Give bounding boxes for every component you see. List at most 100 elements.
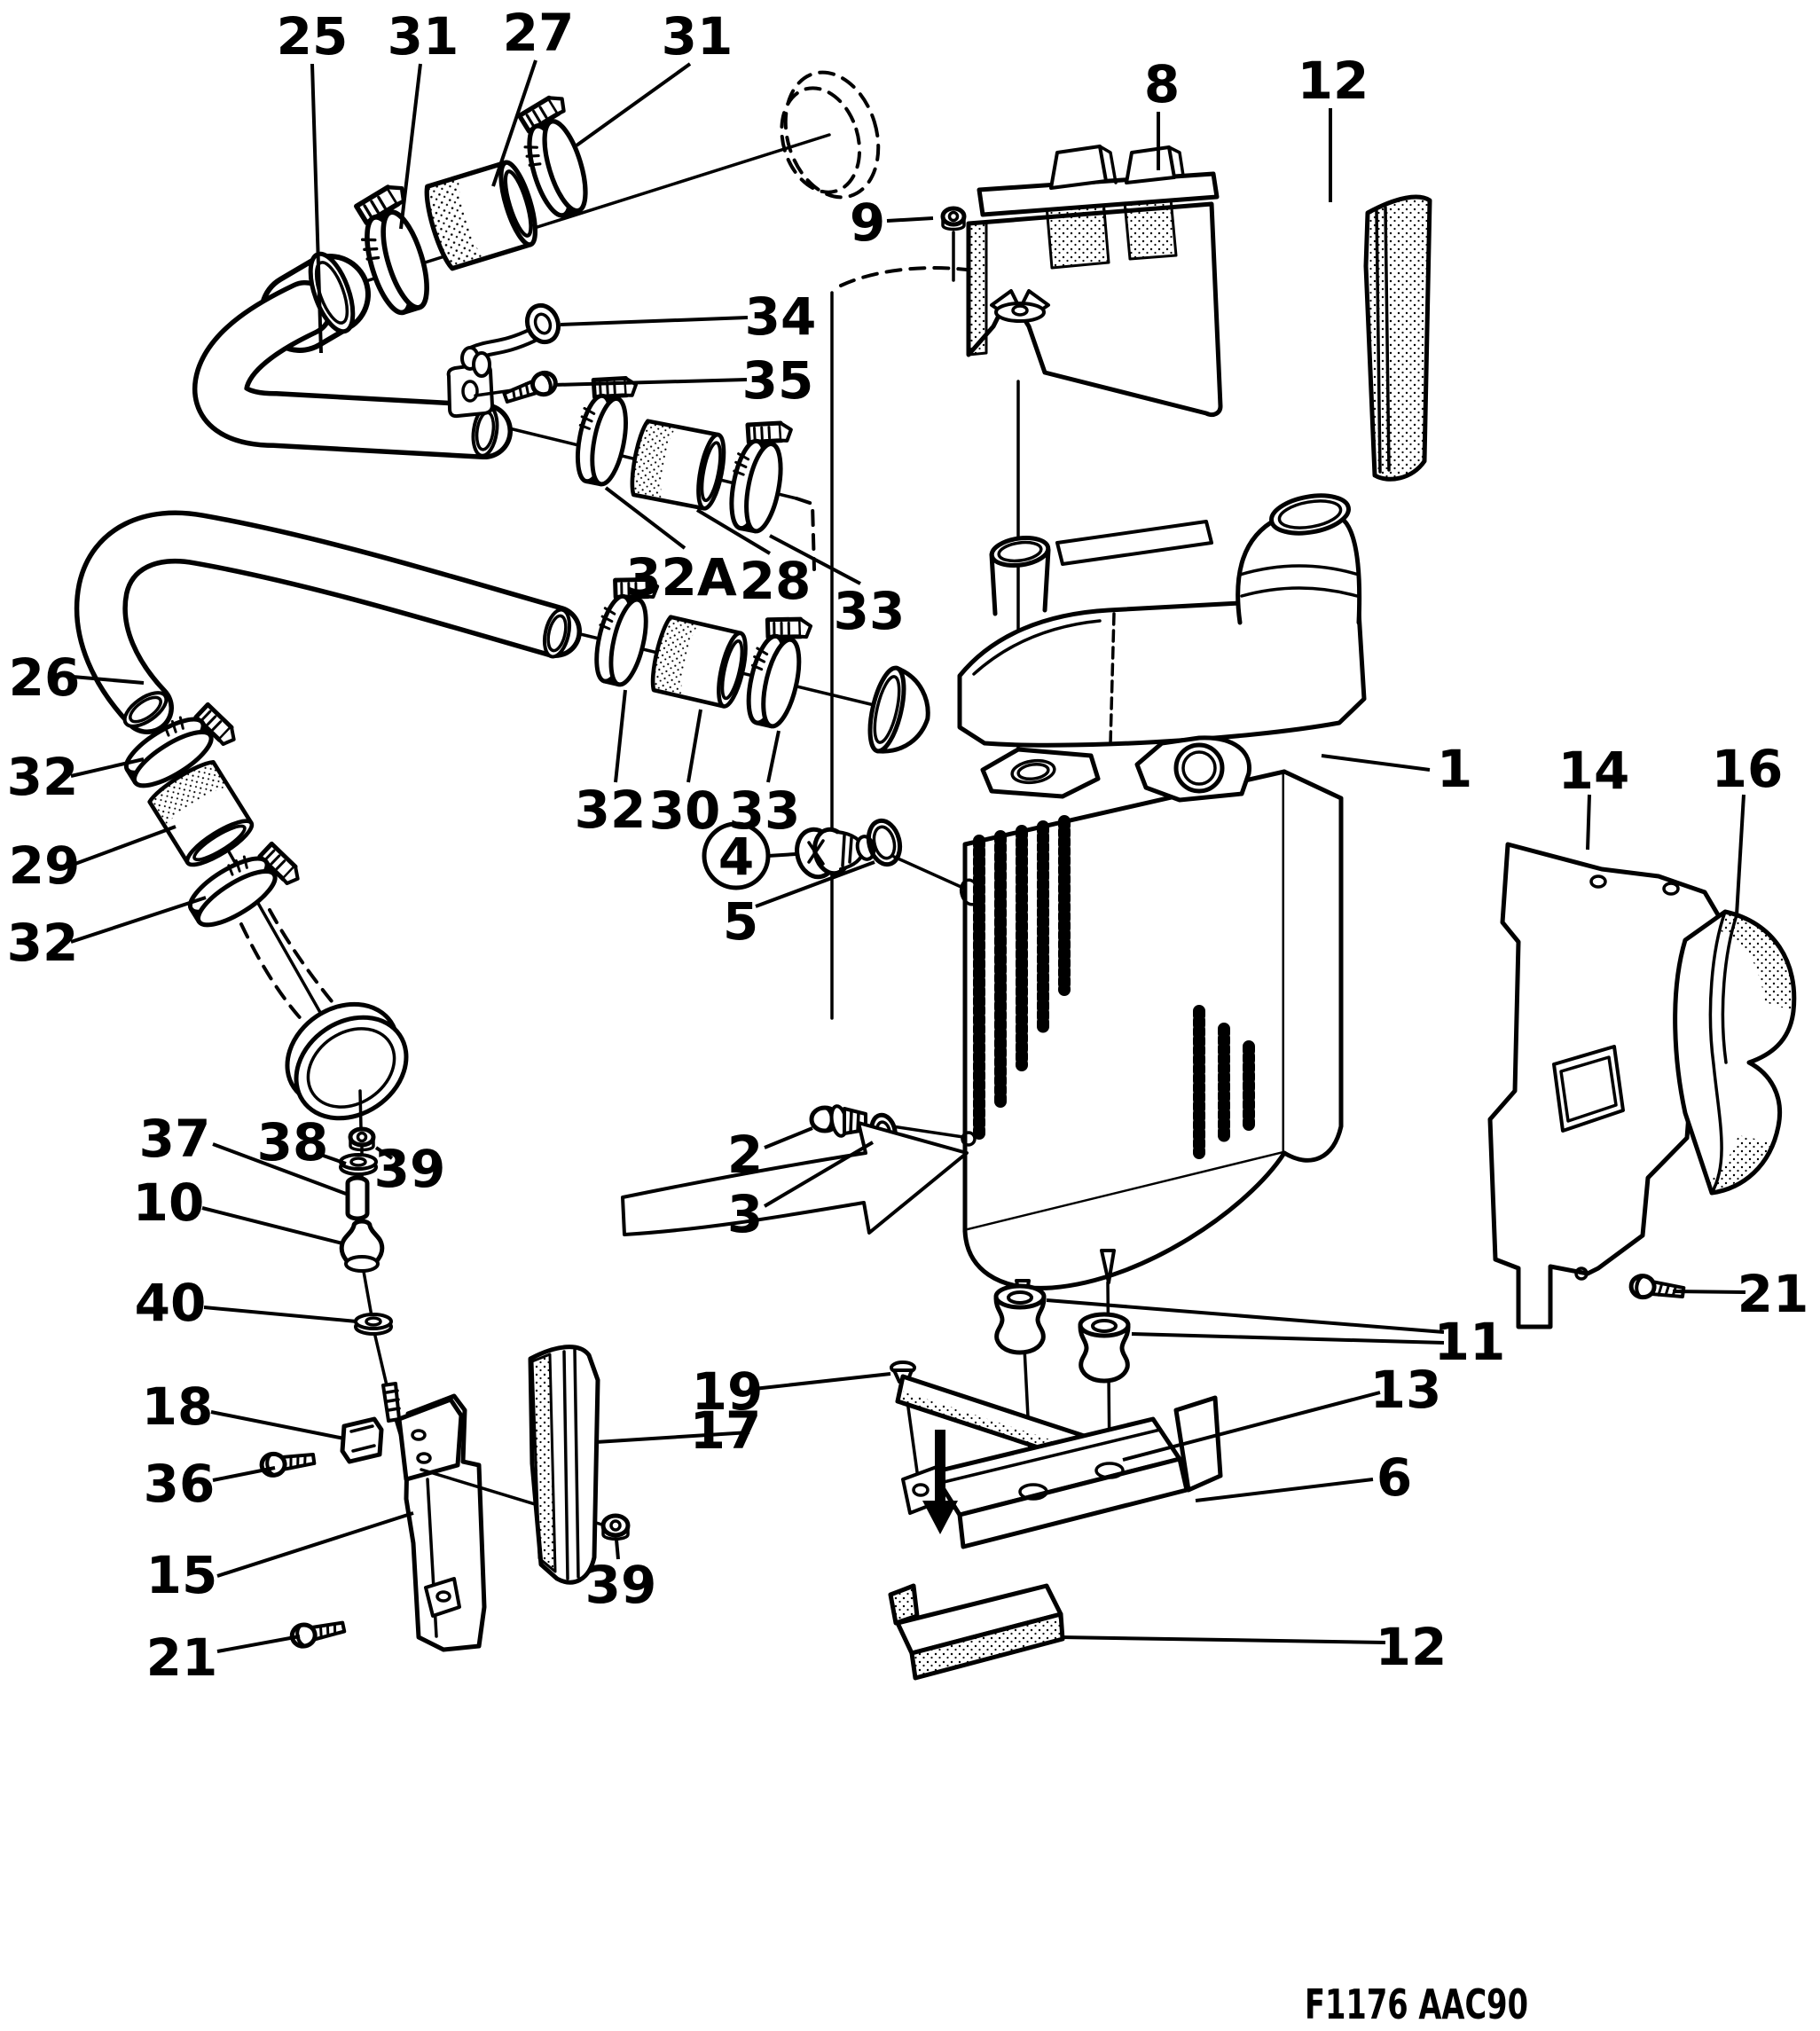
oring-5 (866, 818, 903, 867)
part-label-32-16: 32 (575, 780, 647, 840)
leader-line-1-19 (1321, 754, 1431, 772)
baffle-8 (966, 145, 1223, 418)
intercooler-top-flange (1055, 520, 1213, 566)
part-label-21-34: 21 (146, 1627, 218, 1688)
part-label-2-24: 2 (727, 1125, 763, 1185)
leader-line-39-28 (374, 1146, 394, 1160)
leader-line-25-0 (310, 63, 323, 354)
plug-4 (795, 827, 967, 890)
bolt-21-right (1630, 1274, 1685, 1303)
washer-under-link (472, 351, 491, 378)
intercooler-1 (957, 493, 1367, 1290)
leader-line-21-34 (216, 1635, 301, 1653)
leader-line-38-27 (315, 1151, 347, 1165)
nut-39-left (348, 1126, 376, 1148)
leader-line-30-17 (686, 709, 702, 783)
direction-arrow-small (922, 1430, 958, 1534)
part-label-40-30: 40 (135, 1273, 207, 1333)
leader-line-16-21 (1735, 794, 1745, 916)
clamp-33-upper (724, 416, 792, 534)
leader-line-3-25 (763, 1141, 875, 1208)
baffle-8-fin-right (1125, 145, 1176, 184)
leader-line-32-16 (614, 689, 627, 783)
intercooler-lug-right (1134, 735, 1251, 803)
part-label-30-17: 30 (649, 780, 721, 841)
part-label-3-25: 3 (727, 1184, 763, 1244)
shield-16 (1673, 909, 1797, 1196)
sleeve-30 (648, 616, 751, 709)
tray-6-end-plate (1173, 1395, 1223, 1493)
clamp-32a (570, 372, 637, 487)
leader-line-17-36 (595, 1431, 750, 1444)
leader-line-31-3 (575, 62, 692, 147)
leader-line-39-37 (615, 1539, 620, 1560)
leader-line-11-38 (1131, 1332, 1445, 1345)
leader-line-37-26 (212, 1142, 347, 1196)
part-label-13-39: 13 (1370, 1360, 1442, 1420)
leader-line-33-18 (766, 730, 781, 783)
leader-line-34-7 (560, 316, 749, 326)
leader-line-12-41 (1060, 1635, 1386, 1644)
sleeve-27 (421, 159, 542, 270)
hose-25 (192, 251, 539, 459)
leader-line-13-39 (1122, 1391, 1381, 1462)
elbow-flange (867, 665, 930, 754)
leader-line-27-2 (491, 59, 537, 187)
bolt-21-left (290, 1617, 346, 1649)
part-label-5-23: 5 (723, 891, 758, 952)
part-label-9-6: 9 (850, 192, 885, 253)
rubber-mount-11-right (1080, 1314, 1128, 1381)
leader-line-29-14 (72, 825, 177, 867)
bolt-35 (502, 370, 559, 408)
turbo-ring (285, 1001, 409, 1121)
intercooler-bottom-tank (962, 1150, 1287, 1290)
part-label-32-13: 32 (7, 747, 79, 807)
part-label-29-14: 29 (9, 835, 81, 896)
intercooler-top-tank (957, 600, 1367, 748)
leader-line-4-22 (767, 852, 796, 858)
leader-line-11-38 (1046, 1298, 1445, 1334)
part-label-25-0: 25 (277, 6, 349, 67)
part-label-27-2: 27 (503, 3, 575, 63)
tray-6 (901, 1395, 1223, 1549)
leader-line-40-30 (203, 1306, 357, 1323)
leader-line-19-35 (753, 1372, 891, 1391)
artwork (74, 70, 1797, 1681)
leader-line-6-40 (1195, 1478, 1374, 1502)
clamp-33-lower (740, 611, 812, 730)
leader-line-26-12 (72, 675, 145, 685)
part-label-1-19: 1 (1437, 739, 1472, 799)
leader-line-21-42 (1672, 1290, 1746, 1294)
part-label-17-36: 17 (690, 1400, 762, 1461)
hose-26 (74, 510, 582, 734)
part-label-18-31: 18 (142, 1376, 214, 1437)
rubber-mount-11-left (996, 1286, 1044, 1353)
part-label-26-12: 26 (9, 647, 81, 708)
leader-line-32A-9 (604, 486, 686, 550)
part-label-33-18: 33 (729, 780, 801, 841)
oring-5-inner (872, 825, 897, 860)
part-label-39-37: 39 (585, 1555, 657, 1615)
leader-line-9-6 (886, 216, 934, 223)
bracket-15-foot (424, 1577, 461, 1618)
figure-code: F1176 AAC90 (1305, 1980, 1528, 2028)
dashed-connector-upper-port (795, 497, 816, 571)
bracket-15 (396, 1393, 607, 1652)
part-label-12-41: 12 (1376, 1617, 1447, 1677)
part-label-37-26: 37 (139, 1109, 211, 1169)
part-label-35-8: 35 (742, 350, 814, 411)
part-label-8-4: 8 (1144, 54, 1180, 114)
intercooler-lug-left (980, 747, 1101, 799)
spacer-37 (345, 1175, 370, 1221)
leader-line-5-23 (755, 860, 875, 908)
part-label-33-11: 33 (834, 581, 906, 641)
leader-line-15-33 (216, 1511, 414, 1578)
part-label-31-3: 31 (662, 6, 733, 67)
dashed-hose-segment (239, 908, 337, 1025)
leader-line-2-24 (764, 1126, 813, 1149)
callout-circle-4 (702, 821, 771, 890)
leader-line-10-29 (201, 1206, 343, 1245)
leader-line-36-32 (212, 1466, 276, 1482)
nut-39-right (600, 1513, 631, 1541)
